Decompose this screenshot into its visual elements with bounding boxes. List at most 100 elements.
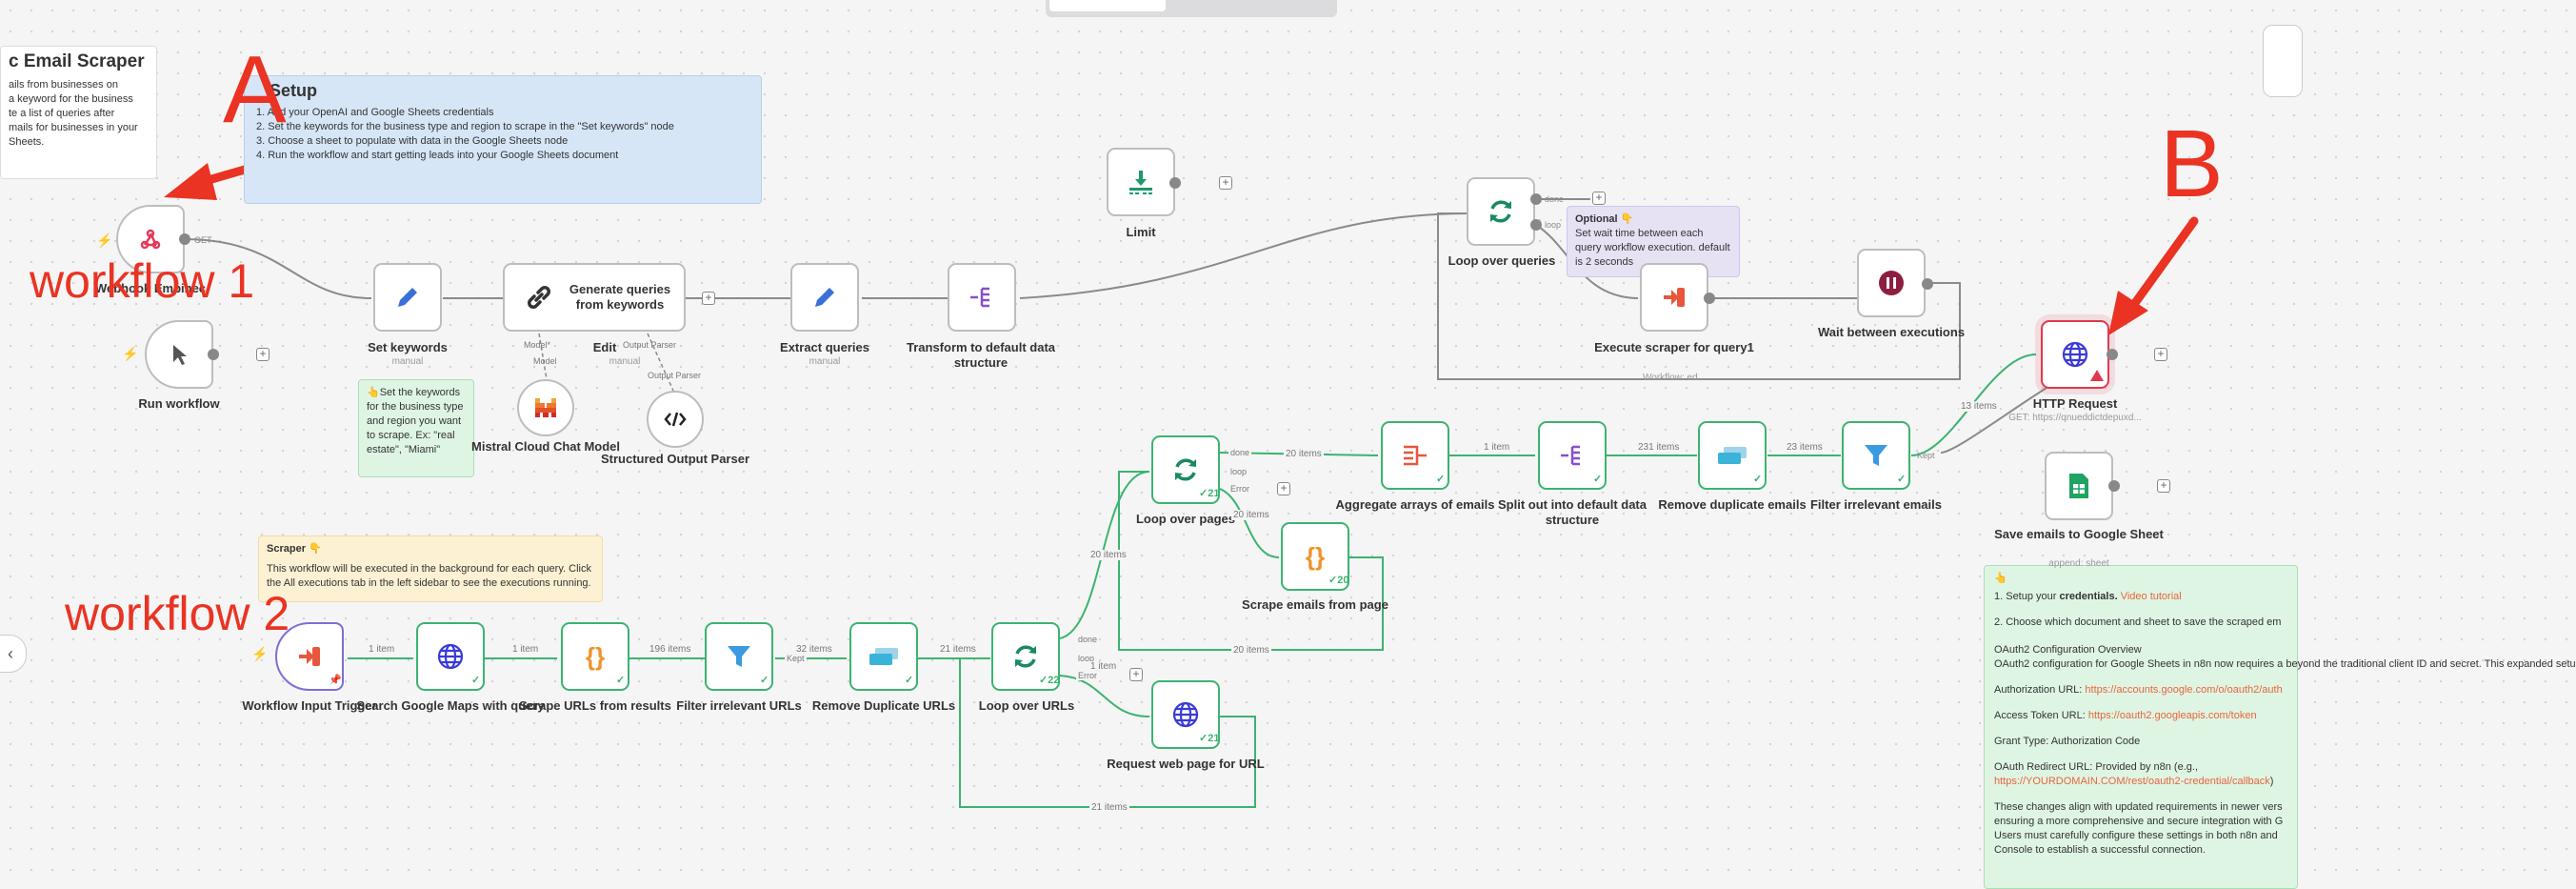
scrape-urls-node[interactable]: {} ✓ [561,622,629,691]
auth-url-link[interactable]: https://accounts.google.com/o/oauth2/aut… [2085,684,2283,696]
filter-urls-node[interactable]: ✓ [705,622,773,691]
code-braces-icon: {} [1305,541,1326,571]
loop-icon [1015,645,1036,668]
parser-port-label: Output Parser [623,340,677,350]
trigger-bolt-icon: ⚡ [96,232,113,248]
edge-label: Error [1076,671,1099,680]
filter-icon [728,646,750,667]
loop-loop-output[interactable] [1530,219,1542,231]
add-node-plus-icon[interactable]: + [1129,668,1143,681]
limit-output[interactable] [1169,177,1181,189]
loop-urls-node[interactable]: ✓22 [991,622,1060,691]
globe-icon [2062,341,2088,368]
edge-label: 21 items [1089,802,1129,813]
scrape-emails-node[interactable]: {} ✓20 [1281,522,1349,591]
request-page-node[interactable]: ✓21 [1151,680,1220,749]
wait-node[interactable] [1857,249,1926,317]
split-out-icon [970,287,989,308]
mistral-node[interactable] [517,379,574,436]
set-keywords-sub: manual [391,356,424,367]
redirect-url-link[interactable]: https://YOURDOMAIN.COM/rest/oauth2-crede… [1994,776,2270,787]
edge-label: 23 items [1785,442,1825,453]
limit-node[interactable] [1107,148,1175,216]
extract-queries-node[interactable] [790,263,859,332]
edge-label: 20 items [1231,510,1271,520]
loop-icon [1175,458,1196,481]
filter-emails-kept-label: Kept [1917,451,1935,460]
add-node-plus-icon[interactable]: + [1592,192,1606,205]
keywords-note-text: 👆Set the keywords for the business type … [367,387,464,455]
add-node-plus-icon[interactable]: + [2157,479,2170,493]
loop-pages-node[interactable]: ✓21 [1151,435,1220,504]
add-node-plus-icon[interactable]: + [2154,348,2167,361]
warning-icon [2090,370,2104,381]
success-check-icon: ✓ [760,675,769,686]
generate-queries-node[interactable]: Generate queries from keywords [503,263,686,332]
http-request-node[interactable] [2041,320,2109,389]
loop-queries-node[interactable] [1467,177,1535,246]
generate-queries-title: Generate queries from keywords [569,282,671,312]
save-sheets-node[interactable] [2045,452,2113,520]
transform-node[interactable] [948,263,1016,332]
request-page-label: Request web page for URL [1107,757,1265,771]
execute-scraper-output[interactable] [1704,293,1715,304]
title-note[interactable]: c Email Scraper ails from businesses on … [0,46,157,179]
add-node-plus-icon[interactable]: + [1277,482,1290,495]
pencil-icon [398,288,417,307]
search-maps-node[interactable]: ✓ [416,622,485,691]
keywords-note[interactable]: 👆Set the keywords for the business type … [358,379,474,477]
run-workflow-node[interactable] [145,320,213,389]
success-check-icon: ✓ [616,675,626,686]
title-note-body: ails from businesses on a keyword for th… [9,79,138,148]
set-keywords-node[interactable] [373,263,442,332]
wait-output[interactable] [1922,278,1933,290]
aggregate-label: Aggregate arrays of emails [1335,497,1495,512]
sheets-setup-note[interactable]: 👆 1. Setup your credentials. Video tutor… [1984,565,2576,889]
setup-note[interactable]: Setup 1. Add your OpenAI and Google Shee… [244,75,762,204]
success-check-icon: ✓ [1593,474,1603,485]
aggregate-node[interactable]: ✓ [1381,421,1449,490]
save-sheets-output[interactable] [2108,480,2120,492]
run-workflow-output[interactable] [208,349,219,360]
remove-duplicate-emails-node[interactable]: ✓ [1698,421,1767,490]
scrape-emails-label: Scrape emails from page [1242,597,1388,612]
pin-icon: 📌 [329,675,342,686]
scraper-note[interactable]: Scraper 👇 This workflow will be executed… [258,535,603,602]
annotation-a: A [223,36,287,143]
scraper-heading: Scraper 👇 [267,543,322,555]
optional-note[interactable]: Optional 👇 Set wait time between each qu… [1567,206,1740,277]
token-url-label: Access Token URL: [1994,710,2088,721]
split-out-node[interactable]: ✓ [1538,421,1607,490]
loop-loop-label: loop [1545,220,1562,230]
http-output[interactable] [2107,349,2118,360]
set-keywords-label: Set keywords [368,340,448,354]
remove-duplicate-urls-node[interactable]: ✓ [849,622,918,691]
search-maps-label: Search Google Maps with query [356,698,545,713]
setup-line-3: 3. Choose a sheet to populate with data … [256,135,569,147]
canvas-mode-active[interactable] [1049,0,1166,11]
webhook-output[interactable] [179,233,190,245]
sidebar-collapse-icon[interactable]: ‹ [0,635,27,673]
execute-scraper-node[interactable] [1640,263,1708,332]
add-node-plus-icon[interactable]: + [256,348,270,361]
add-node-plus-icon[interactable]: + [1219,176,1232,190]
filter-emails-node[interactable]: ✓ [1842,421,1910,490]
code-icon [664,412,687,427]
sheets-step2: 2. Choose which document and sheet to sa… [1994,616,2282,628]
redirect-label: OAuth Redirect URL: Provided by n8n (e.g… [1994,761,2198,773]
right-panel-edge[interactable] [2263,25,2303,97]
add-node-plus-icon[interactable]: + [702,292,715,305]
token-url-link[interactable]: https://oauth2.googleapis.com/token [2087,710,2257,721]
video-tutorial-link[interactable]: Video tutorial [2120,591,2182,602]
output-parser-node[interactable] [647,391,704,448]
oauth-body: OAuth2 configuration for Google Sheets i… [1994,658,2576,670]
edge-label: 20 items [1088,550,1128,560]
webhook-method: GET [194,235,212,245]
webhook-icon [140,229,161,250]
workflow-input-trigger-node[interactable]: 📌 [275,622,344,691]
loop-done-output[interactable] [1530,193,1542,205]
link-icon [528,286,550,309]
title-note-heading: c Email Scraper [9,51,145,71]
canvas-mode-toggle[interactable] [1046,0,1337,17]
edge-label: 20 items [1284,449,1324,459]
